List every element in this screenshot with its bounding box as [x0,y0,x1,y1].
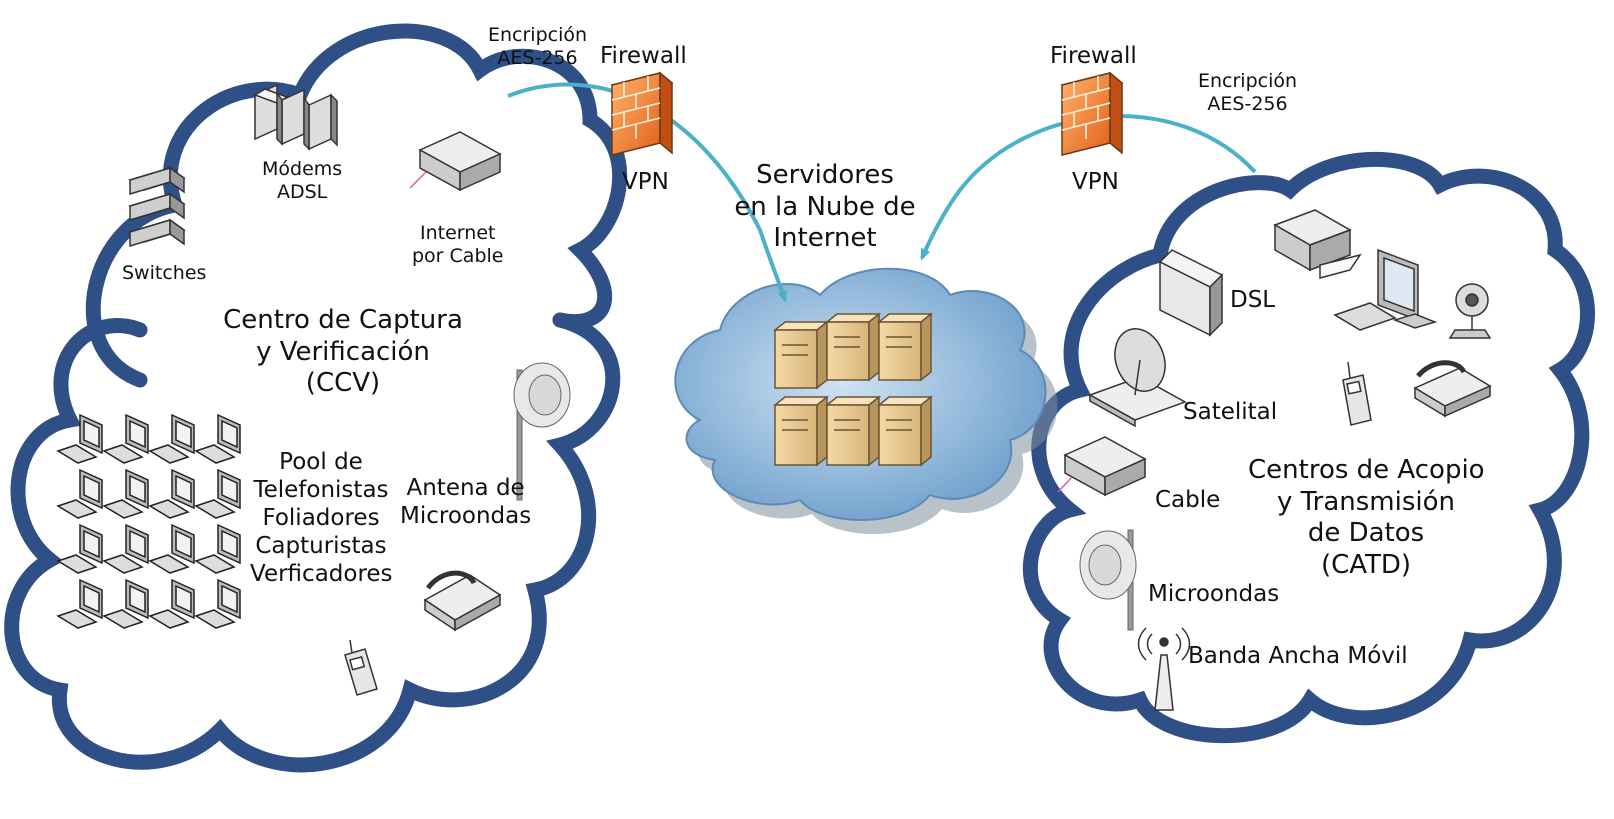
microwave-antenna-icon [1079,529,1137,631]
encrypted-link-right-arrow [920,114,1257,261]
internet-cable-icon [409,131,502,192]
mobile-phone-icon [344,639,378,696]
workstation-icon [56,523,103,574]
catd-title: Centros de Acopio y Transmisión de Datos… [1248,455,1485,582]
microondas-label: Microondas [1148,581,1280,607]
server-icon [824,312,882,382]
label-line: ADSL [276,181,328,204]
label-line: Módems [262,158,343,180]
firewall-icon [1060,71,1124,156]
encryption-algorithm: AES-256 [497,47,578,70]
title-line: (CCV) [305,368,381,399]
workstation-icon [148,468,195,519]
catd-cloud [1022,151,1595,744]
modems-label: Módems ADSL [262,158,342,204]
label-line: Antena de [406,475,525,501]
telephone-icon [1413,360,1492,418]
printer-icon [1273,209,1362,279]
label-line: Internet [420,222,496,244]
modem-icon [253,83,338,151]
antenna-label: Antena de Microondas [400,474,531,530]
encryption-text: Encripción [488,24,588,46]
switch-icon [128,166,186,248]
cable-modem-icon [1057,436,1147,497]
cable-label: Cable [1155,487,1221,513]
title-line: Centro de Captura [223,305,463,335]
server-icon [876,312,934,382]
title-line: Internet [773,223,877,254]
dsl-label: DSL [1230,287,1276,313]
server-icon [876,395,934,467]
mobile-phone-icon [1342,361,1372,426]
label-line: Foliadores [262,505,380,532]
workstation-icon [56,578,103,629]
workstation-icon [194,413,241,464]
encryption-text: Encripción [1198,70,1298,92]
title-line: Centros de Acopio [1248,455,1485,485]
label-line: Microondas [400,503,532,530]
workstation-icon [102,523,149,574]
ccv-title: Centro de Captura y Verificación (CCV) [218,305,468,400]
title-line: y Verificación [256,336,430,367]
dsl-modem-icon [1158,249,1224,337]
label-line: Pool de [279,449,363,475]
workstation-icon [148,413,195,464]
satellite-dish-icon [1088,328,1187,428]
server-icon [824,395,882,467]
internet-servers-title: Servidores en la Nube de Internet [730,160,920,255]
banda-ancha-label: Banda Ancha Móvil [1188,643,1408,669]
title-line: de Datos [1307,518,1425,549]
encryption-label-right: Encripción AES-256 [1198,70,1297,116]
pool-label: Pool de Telefonistas Foliadores Capturis… [250,448,393,588]
title-line: (CATD) [1320,550,1412,581]
server-icon [772,395,830,467]
label-line: por Cable [412,245,504,268]
workstation-icon [102,468,149,519]
switches-label: Switches [122,262,207,284]
workstation-icon [194,468,241,519]
workstation-icon [148,578,195,629]
label-line: Telefonistas [253,477,389,504]
workstation-icon [194,578,241,629]
workstation-icon [148,523,195,574]
workstation-icon [102,578,149,629]
label-line: Capturistas [255,533,387,560]
webcam-icon [1448,283,1492,339]
monitor-icon [1333,248,1438,331]
encryption-algorithm: AES-256 [1207,93,1288,116]
vpn-label-right: VPN [1072,169,1119,195]
workstation-pool-icon [56,413,241,629]
encrypted-link-left-arrow [507,82,787,303]
firewall-label-right: Firewall [1050,43,1137,69]
label-line: Verficadores [250,561,393,588]
cellular-antenna-icon [1137,627,1191,711]
workstation-icon [194,523,241,574]
satelital-label: Satelital [1183,399,1278,425]
server-icon [772,320,830,390]
firewall-label-left: Firewall [600,43,687,69]
telephone-icon [423,570,502,632]
title-line: y Transmisión [1276,486,1456,517]
server-group [772,312,934,467]
microwave-antenna-icon [513,362,571,501]
title-line: Servidores [756,160,894,190]
internet-cable-label: Internet por Cable [412,222,503,268]
workstation-icon [56,413,103,464]
workstation-icon [56,468,103,519]
vpn-label-left: VPN [622,169,669,195]
title-line: en la Nube de [734,191,916,222]
firewall-icon [610,71,674,156]
encryption-label-left: Encripción AES-256 [488,24,587,70]
workstation-icon [102,413,149,464]
